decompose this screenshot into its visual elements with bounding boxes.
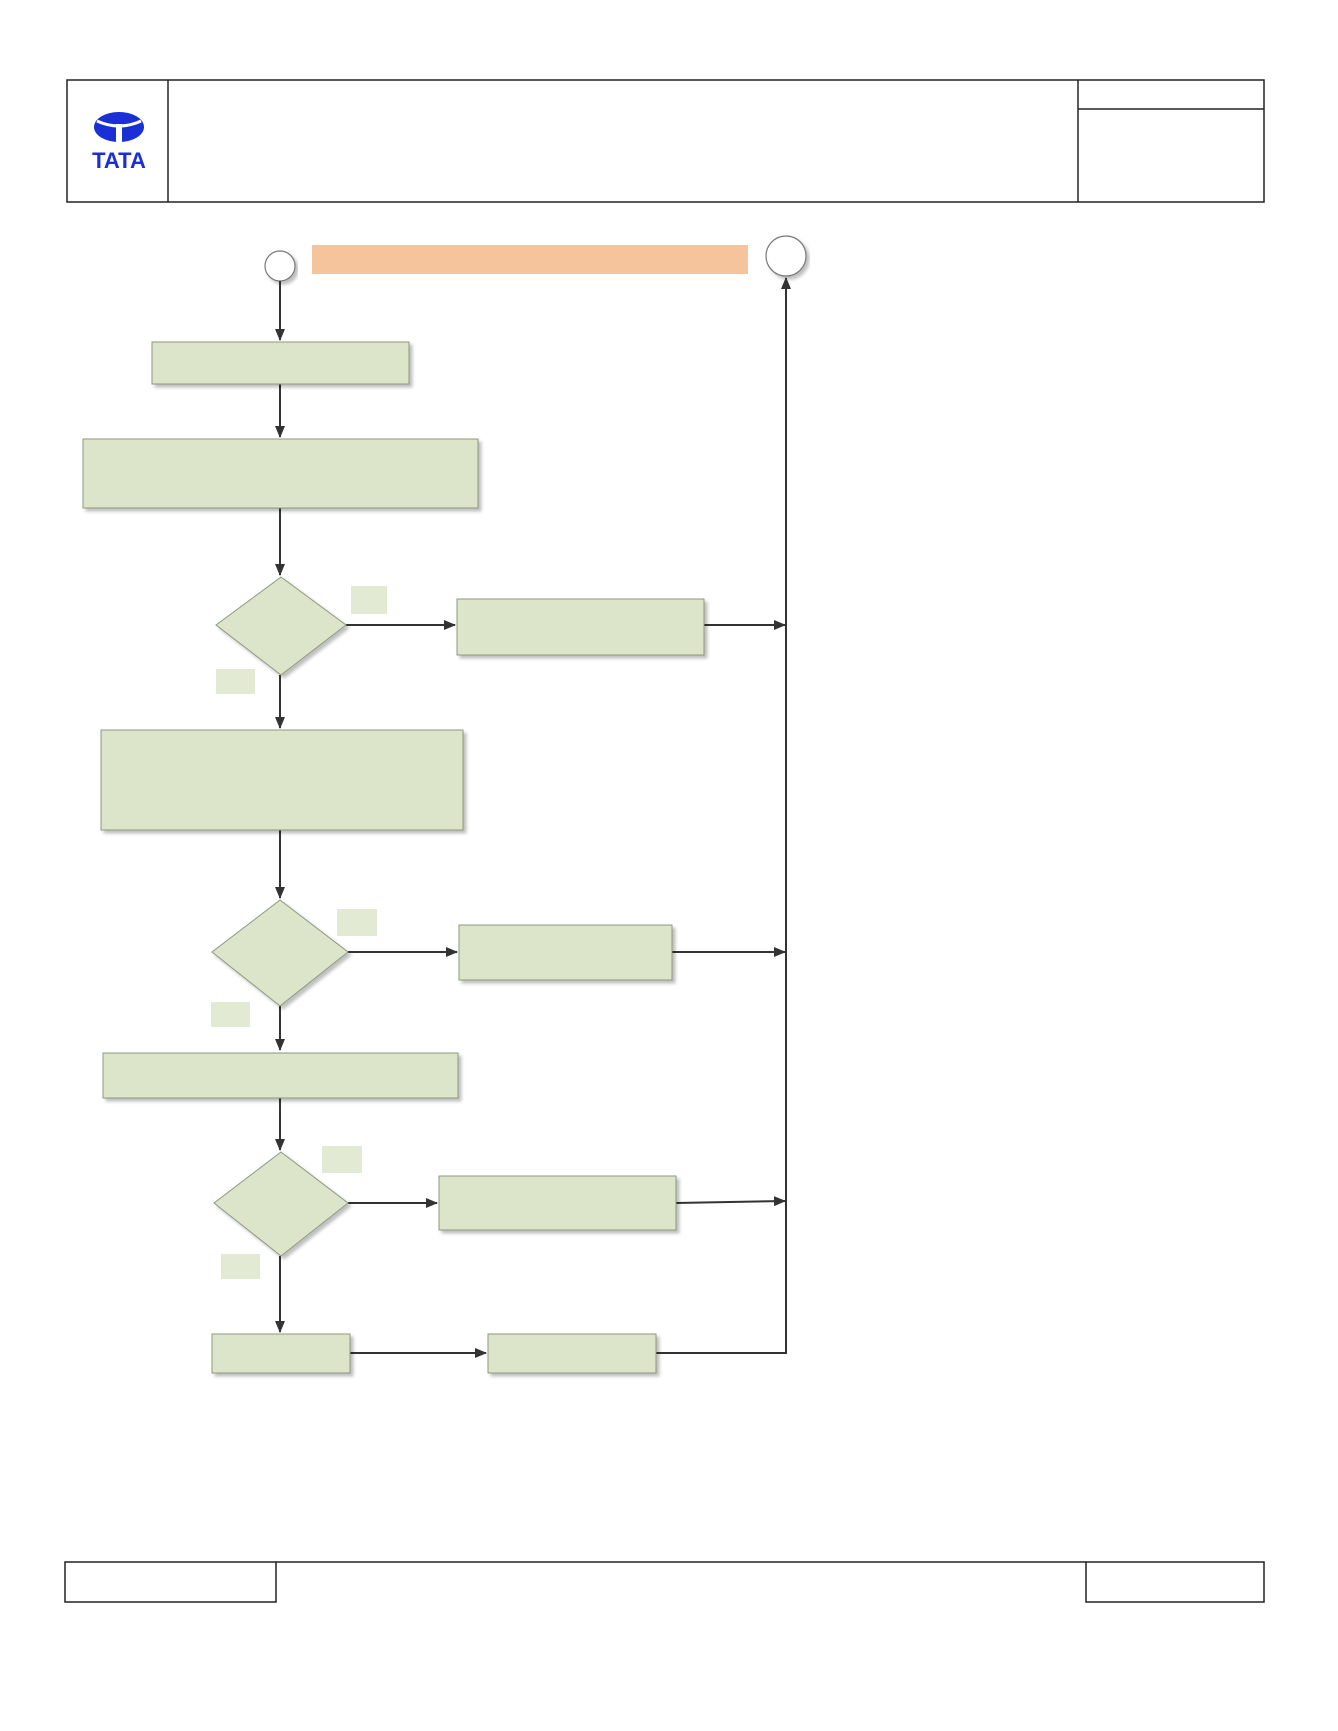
process-step-6 <box>102 1052 459 1099</box>
branch-label-6 <box>221 1254 260 1279</box>
process-step-5 <box>458 924 673 981</box>
branch-label-3 <box>337 909 377 936</box>
process-step-7 <box>438 1175 677 1231</box>
branch-labels <box>211 586 387 1279</box>
branch-label-4 <box>211 1002 250 1027</box>
start-connector <box>264 250 296 282</box>
footer-table <box>64 1561 1265 1603</box>
tata-logo-icon: TATA <box>92 112 146 173</box>
end-connector <box>765 235 807 277</box>
branch-label-2 <box>216 669 255 694</box>
process-banner <box>312 245 748 274</box>
decision-1 <box>215 576 347 676</box>
process-step-8 <box>211 1333 351 1374</box>
flow-lines <box>275 277 791 1358</box>
decision-2 <box>211 899 349 1007</box>
process-step-2 <box>82 438 479 509</box>
branch-label-1 <box>351 586 387 614</box>
branch-label-5 <box>322 1146 362 1173</box>
process-step-9 <box>487 1333 657 1374</box>
process-step-4 <box>100 729 464 831</box>
process-step-3 <box>456 598 705 656</box>
logo-text: TATA <box>92 148 146 173</box>
decision-3 <box>213 1151 349 1257</box>
process-boxes <box>82 341 705 1374</box>
decision-diamonds <box>211 576 349 1257</box>
process-step-1 <box>151 341 410 385</box>
header-table: TATA <box>66 79 1265 203</box>
